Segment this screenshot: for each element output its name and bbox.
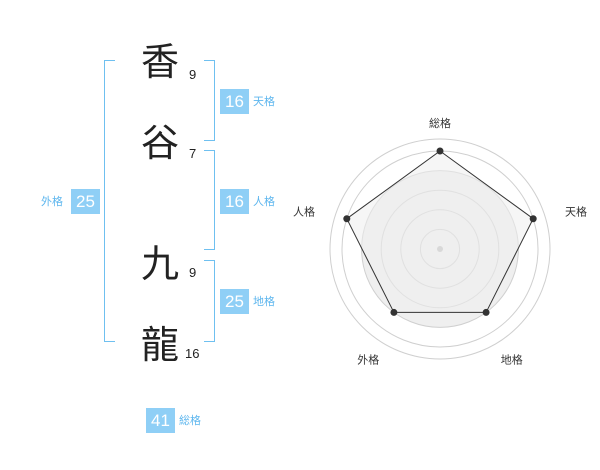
gaikaku-label: 外格 (41, 195, 63, 208)
tenkaku-bracket (204, 60, 215, 141)
jinkaku-label: 人格 (253, 195, 275, 208)
outer-bracket (104, 60, 115, 342)
radar-axis-label-0: 総格 (429, 116, 451, 130)
soukaku-value-box: 41 (146, 408, 175, 433)
soukaku-label: 総格 (179, 414, 201, 427)
radar-outer-ring (329, 138, 551, 360)
radar-axis-label-1: 天格 (565, 204, 587, 218)
radar-axis-label-3: 外格 (357, 353, 379, 367)
name-char-4: 龍 (141, 323, 180, 367)
tenkaku-label: 天格 (253, 95, 275, 108)
radar-axis-label-4: 人格 (293, 204, 315, 218)
radar-point-1 (529, 215, 537, 223)
radar-point-2 (482, 308, 490, 316)
stroke-count-4: 16 (185, 346, 200, 361)
name-char-3: 九 (141, 242, 180, 286)
chikaku-value-box: 25 (220, 289, 249, 314)
chikaku-bracket (204, 260, 215, 342)
jinkaku-bracket (204, 150, 215, 250)
radar-area (346, 150, 534, 313)
name-char-2: 谷 (141, 121, 180, 165)
stroke-count-2: 7 (189, 146, 197, 161)
radar-point-0 (436, 147, 444, 155)
jinkaku-value-box: 16 (220, 189, 249, 214)
gaikaku-value-box: 25 (71, 189, 100, 214)
stroke-count-3: 9 (189, 265, 197, 280)
radar-point-3 (390, 308, 398, 316)
stroke-count-1: 9 (189, 67, 197, 82)
name-char-1: 香 (141, 40, 180, 84)
chikaku-label: 地格 (253, 295, 275, 308)
radar-axis-label-2: 地格 (501, 353, 523, 367)
tenkaku-value-box: 16 (220, 89, 249, 114)
radar-point-4 (343, 215, 351, 223)
